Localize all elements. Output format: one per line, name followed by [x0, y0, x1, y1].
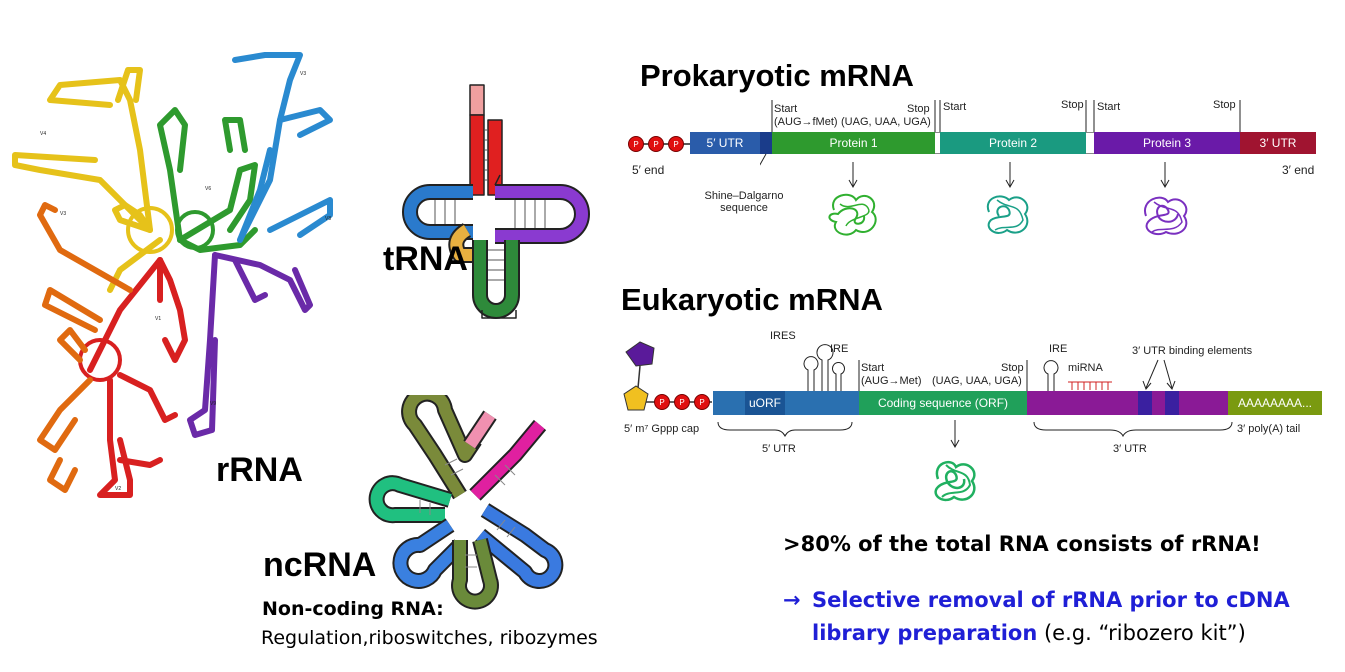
prok-five-end: 5′ end: [632, 163, 665, 177]
euk-start-label: Start: [861, 362, 885, 374]
euk-start-detail: (AUG→Met): [861, 375, 922, 387]
shine-dalgarno-line1: Shine–Dalgarno: [704, 190, 784, 202]
cap-label: 5′ m⁷ Gppp cap: [624, 423, 700, 435]
prok-utr5-segment: 5′ UTR: [690, 132, 760, 154]
euk-utr5-segment: [785, 391, 859, 415]
polya-segment: AAAAAAAA...: [1228, 391, 1322, 415]
phosphate-label: P: [633, 140, 638, 149]
svg-text:V6: V6: [205, 186, 211, 192]
svg-text:V8: V8: [325, 216, 331, 222]
svg-text:V3: V3: [60, 211, 66, 217]
protein3-fold-icon: [1143, 196, 1188, 236]
binding-element: [1165, 391, 1179, 415]
phosphate-label: P: [653, 140, 658, 149]
ire2-label: IRE: [1049, 343, 1068, 355]
svg-text:V9: V9: [210, 401, 216, 407]
protein3-segment: Protein 3: [1094, 132, 1240, 154]
ires-label: IRES: [770, 330, 796, 342]
phosphate-label: P: [659, 398, 664, 407]
stop3-label: Stop: [1213, 99, 1236, 111]
start1-detail: (AUG→fMet): [774, 116, 838, 128]
eukaryotic-annotations: [717, 344, 1233, 449]
ncrna-description: Regulation,riboswitches, ribozymes: [261, 627, 598, 649]
prokaryotic-phosphates: P P P: [628, 136, 690, 152]
svg-text:V1: V1: [155, 316, 161, 322]
protein1-fold-icon: [828, 193, 877, 236]
binding-elements-label: 3′ UTR binding elements: [1132, 345, 1253, 357]
polya-tail-label: 3′ poly(A) tail: [1237, 423, 1301, 435]
eukaryotic-title: Eukaryotic mRNA: [621, 282, 883, 317]
ire1-label: IRE: [830, 343, 849, 355]
ncrna-structure: [368, 395, 564, 610]
phosphate-label: P: [673, 140, 678, 149]
euk-stop-label: Stop: [1001, 362, 1024, 374]
euk-utr3-label: 3′ UTR: [1113, 443, 1147, 455]
rrna-label: rRNA: [216, 451, 303, 489]
protein2-fold-icon: [986, 195, 1029, 234]
removal-note-line1: Selective removal of rRNA prior to cDNA: [812, 588, 1290, 612]
stop1-detail: (UAG, UAA, UGA): [841, 116, 931, 128]
start2-label: Start: [943, 101, 967, 113]
uorf-segment: uORF: [745, 391, 785, 415]
start1-label: Start: [774, 103, 798, 115]
trna-structure: [402, 84, 590, 319]
mirna-label: miRNA: [1068, 362, 1103, 374]
intergenic-segment: [1086, 132, 1094, 154]
euk-stop-detail: (UAG, UAA, UGA): [932, 375, 1022, 387]
phosphate-label: P: [679, 398, 684, 407]
binding-element: [1138, 391, 1152, 415]
shine-dalgarno-line2: sequence: [720, 202, 768, 215]
svg-text:V4: V4: [40, 131, 46, 137]
rrna-fraction-note: >80% of the total RNA consists of rRNA!: [783, 532, 1261, 556]
shine-dalgarno-segment: [760, 132, 772, 154]
orf-segment: Coding sequence (ORF): [859, 391, 1027, 415]
cap-structure: P P P: [623, 341, 712, 411]
intergenic-segment: [935, 132, 940, 154]
shine-dalgarno-label: Shine–Dalgarno sequence: [694, 190, 794, 214]
ribozero-kit-text: (e.g. “ribozero kit”): [1037, 621, 1246, 645]
phosphate-label: P: [699, 398, 704, 407]
protein1-segment: Protein 1: [772, 132, 935, 154]
start3-label: Start: [1097, 101, 1121, 113]
stop2-label: Stop: [1061, 99, 1084, 111]
protein2-segment: Protein 2: [940, 132, 1086, 154]
arrow-icon: →: [783, 588, 801, 612]
ncrna-title: Non-coding RNA:: [262, 598, 444, 620]
prok-three-end: 3′ end: [1282, 163, 1315, 177]
euk-utr5-label: 5′ UTR: [762, 443, 796, 455]
stop1-label: Stop: [907, 103, 930, 115]
prokaryotic-ticks: [760, 100, 1241, 189]
euk-protein-fold-icon: [934, 460, 976, 502]
prokaryotic-title: Prokaryotic mRNA: [640, 58, 914, 93]
trna-label: tRNA: [383, 240, 468, 278]
prok-utr3-segment: 3′ UTR: [1240, 132, 1316, 154]
euk-utr5-start-segment: [713, 391, 745, 415]
removal-note-line2: library preparation (e.g. “ribozero kit”…: [812, 621, 1246, 645]
svg-text:V2: V2: [115, 486, 121, 492]
library-preparation-text: library preparation: [812, 621, 1038, 645]
ncrna-label: ncRNA: [263, 546, 377, 584]
svg-text:V3: V3: [300, 71, 306, 77]
euk-utr3-segment: [1027, 391, 1228, 415]
